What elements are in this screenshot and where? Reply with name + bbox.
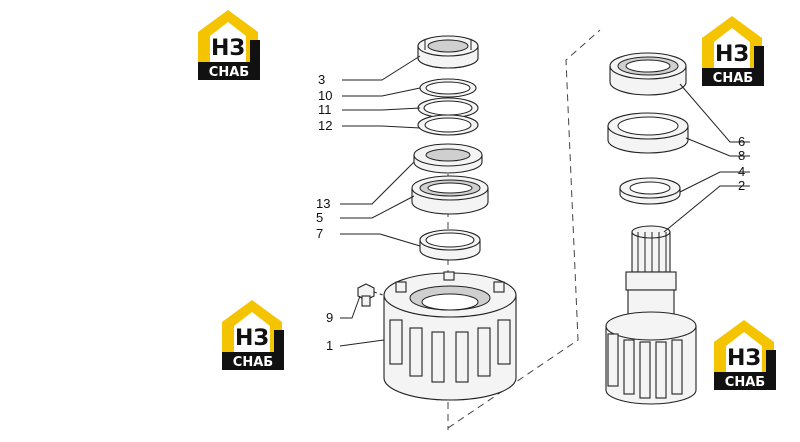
callout-5: 5 <box>316 210 323 225</box>
bolt <box>357 283 393 307</box>
thrust-washer <box>413 143 483 174</box>
callout-12: 12 <box>318 118 332 133</box>
leader-lines <box>339 55 750 347</box>
callout-8: 8 <box>738 148 745 163</box>
callout-labels: 3 10 11 12 13 5 7 9 1 6 8 4 2 <box>316 72 745 353</box>
callout-4: 4 <box>738 164 745 179</box>
watermark-logo-mid-left: НЗ СНАБ <box>222 300 284 370</box>
gear-housing <box>383 271 517 401</box>
race-ring <box>419 229 481 261</box>
callout-1: 1 <box>326 338 333 353</box>
slotted-nut <box>417 35 479 69</box>
watermark-logo-top-left: НЗ СНАБ <box>198 10 260 80</box>
svg-text:СНАБ: СНАБ <box>725 375 765 390</box>
svg-text:НЗ: НЗ <box>211 36 245 61</box>
callout-6: 6 <box>738 134 745 149</box>
callout-7: 7 <box>316 226 323 241</box>
svg-text:СНАБ: СНАБ <box>713 71 753 86</box>
svg-text:НЗ: НЗ <box>235 326 269 351</box>
watermark-logo-top-right: НЗ СНАБ <box>702 16 764 86</box>
bearing-cup <box>607 112 689 154</box>
callout-11: 11 <box>318 102 332 117</box>
callout-2: 2 <box>738 178 745 193</box>
roller-bearing <box>411 175 489 215</box>
svg-text:НЗ: НЗ <box>715 42 749 67</box>
callout-13: 13 <box>316 196 330 211</box>
svg-text:СНАБ: СНАБ <box>209 65 249 80</box>
pinion-shaft <box>605 225 697 405</box>
svg-text:СНАБ: СНАБ <box>233 355 273 370</box>
washer-right <box>619 177 681 205</box>
svg-text:НЗ: НЗ <box>727 346 761 371</box>
callout-9: 9 <box>326 310 333 325</box>
watermark-logo-bottom-right: НЗ СНАБ <box>714 320 776 390</box>
callout-3: 3 <box>318 72 325 87</box>
ring-set <box>417 78 479 136</box>
bearing-right <box>609 52 687 96</box>
callout-10: 10 <box>318 88 332 103</box>
